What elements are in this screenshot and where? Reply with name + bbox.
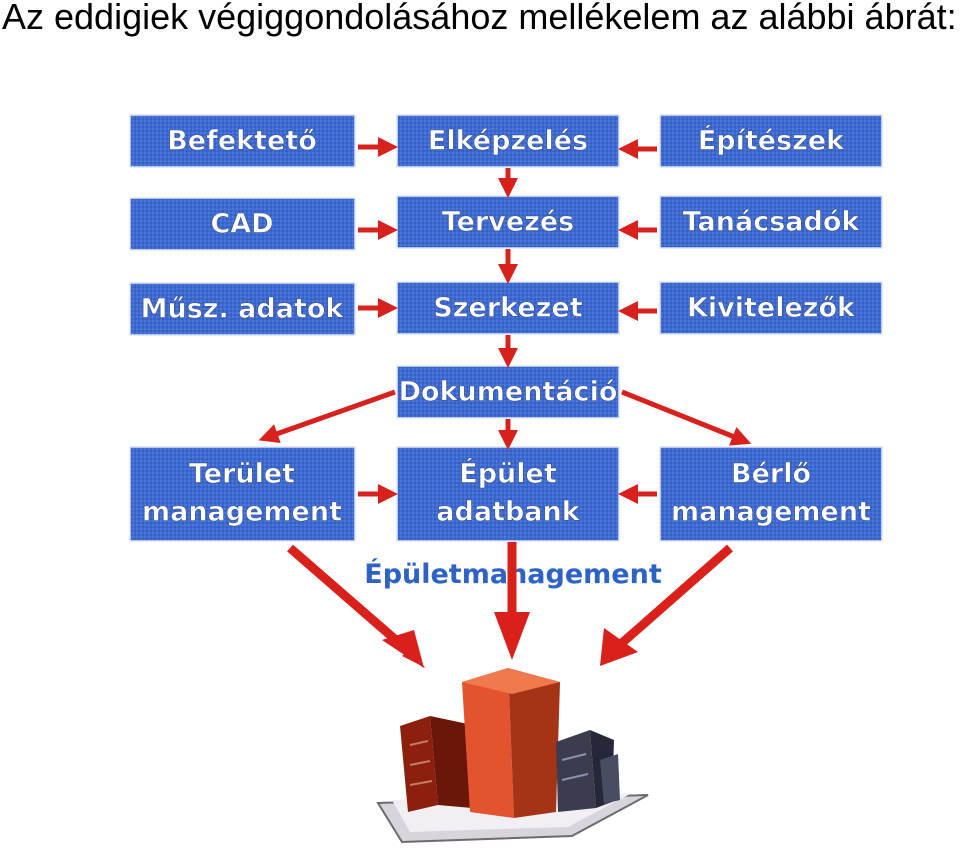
box-kivitelezok: Kivitelezők (659, 281, 883, 335)
box-terulet-management: Terület management (129, 446, 356, 542)
box-cad-label: CAD (210, 209, 273, 240)
big-arrow-left (287, 544, 426, 668)
box-terulet-label-2: management (142, 497, 342, 528)
big-arrow-right (600, 544, 733, 666)
box-epulet-label-2: adatbank (436, 497, 580, 528)
box-cad: CAD (129, 197, 356, 251)
box-epiteszek: Építészek (659, 114, 883, 168)
box-befekteto: Befektető (129, 114, 356, 168)
box-musz-adatok: Műsz. adatok (129, 282, 356, 336)
arrow-dokumentacio-to-terulet (258, 389, 396, 444)
box-szerkezet: Szerkezet (396, 281, 620, 335)
box-berlo-management: Bérlő management (659, 446, 883, 542)
box-epulet-adatbank: Épület adatbank (396, 446, 620, 542)
box-musz-adatok-label: Műsz. adatok (141, 294, 345, 325)
box-befekteto-label: Befektető (167, 126, 317, 157)
box-berlo-label-2: management (671, 497, 871, 528)
box-tervezes-label: Tervezés (442, 207, 574, 238)
box-tervezes: Tervezés (396, 195, 620, 249)
box-epulet-label-1: Épület (459, 458, 557, 490)
box-szerkezet-label: Szerkezet (433, 293, 582, 324)
box-dokumentacio-label: Dokumentáció (399, 377, 618, 408)
box-elkepzeles: Elképzelés (396, 114, 620, 168)
box-elkepzeles-label: Elképzelés (428, 126, 588, 157)
big-arrow-center (494, 542, 530, 660)
office-buildings-icon (376, 668, 649, 844)
box-berlo-label-1: Bérlő (731, 459, 811, 490)
box-tanacsadok-label: Tanácsadók (683, 207, 861, 238)
box-dokumentacio: Dokumentáció (396, 365, 620, 419)
page-heading: Az eddigiek végiggondolásához mellékelem… (2, 0, 957, 37)
box-kivitelezok-label: Kivitelezők (687, 293, 856, 324)
box-tanacsadok: Tanácsadók (659, 195, 883, 249)
arrow-dokumentacio-to-berlo (621, 389, 752, 446)
box-epiteszek-label: Építészek (698, 125, 845, 157)
box-terulet-label-1: Terület (189, 459, 295, 490)
